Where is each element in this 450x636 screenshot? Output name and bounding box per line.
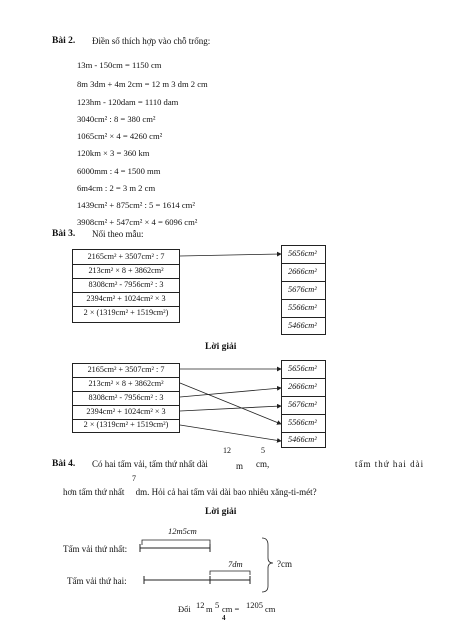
left-expr-1: 2165cm² + 3507cm² : 7 xyxy=(87,252,165,261)
total-brace xyxy=(261,537,274,593)
diagram-total-label: ?cm xyxy=(277,559,292,569)
right-result-table: 5656cm² 2666cm² 5676cm² 5566cm² 5466cm² xyxy=(281,245,326,335)
solution-right-table: 5656cm² 2666cm² 5676cm² 5566cm² 5466cm² xyxy=(281,360,326,448)
bai3-label: Bài 3. xyxy=(52,229,76,239)
sol-right-result-4: 5566cm² xyxy=(288,418,317,427)
bai2-item-7: 6000mm : 4 = 1500 mm xyxy=(77,166,161,176)
right-result-1: 5656cm² xyxy=(288,249,317,258)
diagram-row2-label: Tấm vải thứ hai: xyxy=(67,576,127,586)
left-expr-5: 2 × (1319cm² + 1519cm²) xyxy=(83,308,169,317)
frac1-unit: m xyxy=(236,461,244,471)
bai2-item-5: 1065cm² × 4 = 4260 cm² xyxy=(77,131,163,141)
left-expr-4: 2394cm² + 1024cm² × 3 xyxy=(86,294,166,303)
solution-left-table: 2165cm² + 3507cm² : 7 213cm² × 8 + 3862c… xyxy=(72,363,180,433)
frac1-small: 5 xyxy=(261,446,265,455)
convert-b: 5 xyxy=(215,600,220,610)
bai2-instruction: Điền số thích hợp vào chỗ trống: xyxy=(92,36,211,46)
convert-prefix: Đổi xyxy=(178,604,191,614)
convert-unit3: cm xyxy=(265,604,276,614)
convert-result: 1205 xyxy=(246,600,263,610)
bai2-item-8: 6m4cm : 2 = 3 m 2 cm xyxy=(77,183,156,193)
extra-brace xyxy=(209,570,251,575)
right-result-5: 5466cm² xyxy=(288,321,317,330)
sol-right-result-3: 5676cm² xyxy=(288,400,317,409)
right-result-3: 5676cm² xyxy=(288,285,317,294)
solution-arrow-2 xyxy=(179,382,282,425)
solution-arrow-3 xyxy=(179,385,282,398)
sol-left-expr-1: 2165cm² + 3507cm² : 7 xyxy=(87,365,165,374)
solution-arrow-5 xyxy=(179,424,282,443)
sol-right-result-2: 2666cm² xyxy=(288,382,317,391)
bai4-line1-right: tấm thứ hai dài xyxy=(355,459,425,469)
left-expression-table: 2165cm² + 3507cm² : 7 213cm² × 8 + 3862c… xyxy=(72,249,180,323)
frac1-unit2: cm, xyxy=(256,459,270,469)
left-expr-2: 213cm² × 8 + 3862cm² xyxy=(88,266,164,275)
frac2-num: 7 xyxy=(132,474,136,483)
top-brace xyxy=(141,539,211,545)
sol-left-expr-3: 8308cm² - 7956cm² : 3 xyxy=(88,393,164,402)
bai4-label: Bài 4. xyxy=(52,459,76,469)
bai4-line1-left: Có hai tấm vải, tấm thứ nhất dài xyxy=(92,459,208,469)
bai2-item-1: 13m - 150cm = 1150 cm xyxy=(77,60,162,70)
bai2-item-10: 3908cm² + 547cm² × 4 = 6096 cm² xyxy=(77,217,198,227)
example-arrow xyxy=(179,251,282,257)
convert-a: 12 xyxy=(196,600,205,610)
diagram-row1-label: Tấm vải thứ nhất: xyxy=(63,544,128,554)
solution-arrow-4 xyxy=(179,403,282,412)
bai2-item-2: 8m 3dm + 4m 2cm = 12 m 3 dm 2 cm xyxy=(77,79,208,89)
bai2-item-9: 1439cm² + 875cm² : 5 = 1614 cm² xyxy=(77,200,195,210)
diagram-top-label: 12m5cm xyxy=(168,526,197,536)
sol-left-expr-5: 2 × (1319cm² + 1519cm²) xyxy=(83,420,169,429)
bai2-item-4: 3040cm² : 8 = 380 cm² xyxy=(77,114,156,124)
bai3-solution-title: Lời giải xyxy=(205,342,237,352)
right-result-4: 5566cm² xyxy=(288,303,317,312)
sol-left-expr-2: 213cm² × 8 + 3862cm² xyxy=(88,379,164,388)
sol-left-expr-4: 2394cm² + 1024cm² × 3 xyxy=(86,407,166,416)
bai4-line2: hơn tấm thứ nhất dm. Hỏi cả hai tấm vải … xyxy=(63,487,317,497)
frac1-num: 12 xyxy=(223,446,231,455)
bai2-item-3: 123hm - 120dam = 1110 dam xyxy=(77,97,179,107)
bai3-instruction: Nối theo mẫu: xyxy=(92,229,144,239)
convert-unit1: m xyxy=(206,604,213,614)
right-result-2: 2666cm² xyxy=(288,267,317,276)
sol-right-result-5: 5466cm² xyxy=(288,435,317,444)
page-number: 4 xyxy=(222,614,226,622)
diagram-extra-label: 7dm xyxy=(228,559,243,569)
bai2-item-6: 120km × 3 = 360 km xyxy=(77,148,150,158)
convert-unit2: cm = xyxy=(222,604,240,614)
left-expr-3: 8308cm² - 7956cm² : 3 xyxy=(88,280,164,289)
bai4-solution-title: Lời giải xyxy=(205,507,237,517)
bai2-label: Bài 2. xyxy=(52,36,76,46)
sol-right-result-1: 5656cm² xyxy=(288,364,317,373)
